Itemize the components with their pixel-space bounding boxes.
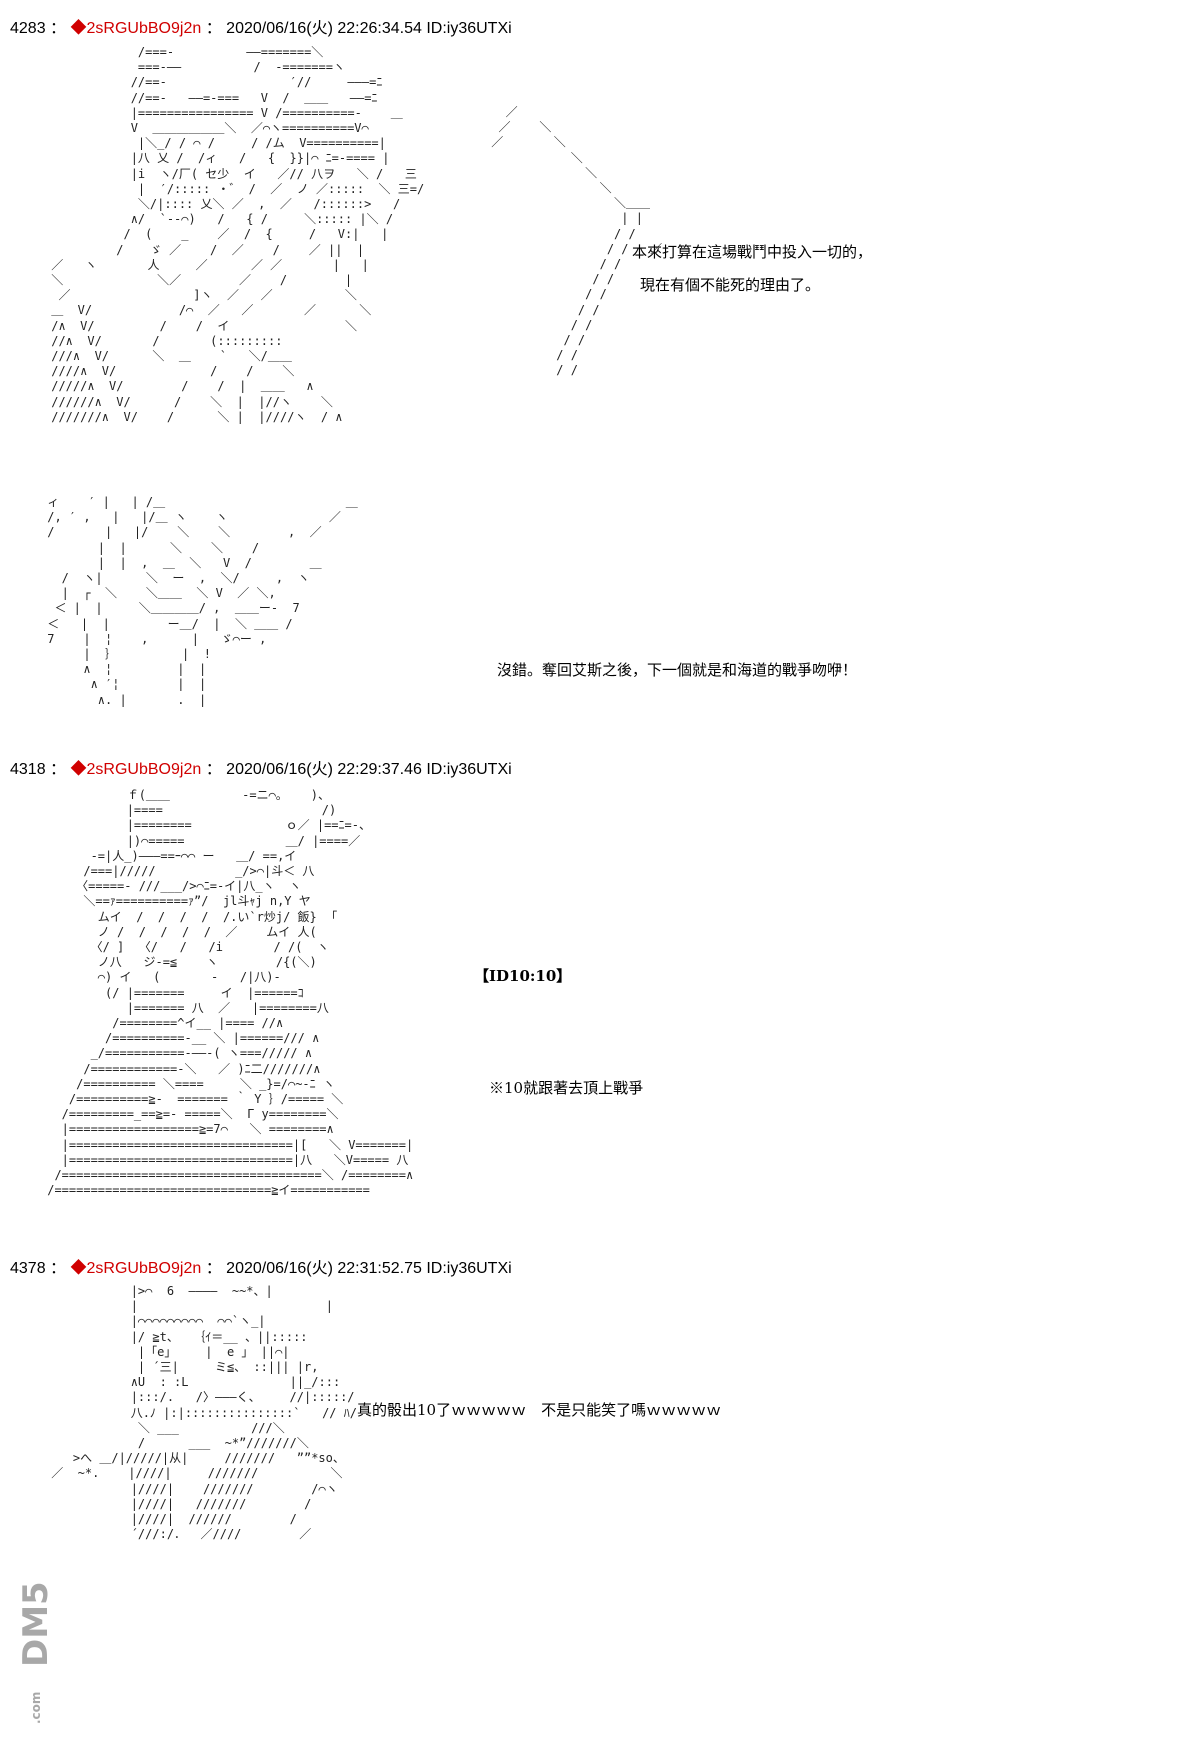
ascii-art-character: |>⌒ 6 ―――― ~~*、| | | |⌒⌒⌒⌒⌒⌒⌒⌒⌒ ⌒⌒`ヽ_| |… — [51, 1284, 357, 1542]
dialog-line: 真的骰出10了ｗｗｗｗｗ 不是只能笑了嗎ｗｗｗｗｗ — [357, 1401, 722, 1419]
separator: ： — [50, 20, 67, 37]
watermark-subtext: .com — [29, 1691, 43, 1724]
tripcode[interactable]: ◆2sRGUbBO9j2n — [70, 761, 202, 778]
post-number: 4378 — [10, 1260, 46, 1277]
post-datetime: 2020/06/16(火) 22:26:34.54 ID:iy36UTXi — [226, 20, 512, 37]
post-number: 4283 — [10, 20, 46, 37]
separator: ： — [50, 761, 67, 778]
dialog-line: 沒錯。奪回艾斯之後，下一個就是和海道的戰爭吻咿！ — [497, 661, 858, 679]
post-number: 4318 — [10, 761, 46, 778]
watermark-text: DM5 — [16, 1581, 56, 1667]
tripcode[interactable]: ◆2sRGUbBO9j2n — [70, 1260, 202, 1277]
separator: ： — [205, 1260, 222, 1277]
dialog-line: 本來打算在這場戰鬥中投入一切的， — [632, 243, 873, 261]
ascii-art-spear: ／ ／ ＼ ／ ＼ ＼ ＼ ＼ ＼＿＿ | | / / / / ／ / / / … — [491, 105, 663, 378]
tripcode[interactable]: ◆2sRGUbBO9j2n — [70, 20, 202, 37]
ascii-art-character: ｆ(＿＿ -=ニ⌒｡ )、 |==== /) |======== ｏ／ |==ﾆ… — [47, 788, 414, 1198]
separator: ： — [50, 1260, 67, 1277]
separator: ： — [205, 761, 222, 778]
post-header: 4318 ： ◆2sRGUbBO9j2n ： 2020/06/16(火) 22:… — [10, 755, 512, 779]
ascii-art-closeup: ィ ′ | | /＿ ＿ /, ′ , | |/＿ ヽ ヽ ／ / | |/ ＼… — [47, 495, 358, 707]
dialog-line: ※10就跟著去頂上戰爭 — [489, 1079, 644, 1097]
post-header: 4283 ： ◆2sRGUbBO9j2n ： 2020/06/16(火) 22:… — [10, 14, 512, 38]
dm5-watermark-logo: DM5 .com — [14, 1581, 58, 1735]
post-datetime: 2020/06/16(火) 22:29:37.46 ID:iy36UTXi — [226, 761, 512, 778]
dialog-line: 【ID10:10】 — [474, 967, 572, 985]
dialog-line: 現在有個不能死的理由了。 — [640, 276, 821, 294]
separator: ： — [205, 20, 222, 37]
ascii-art-character: /===- ――=======＼ ===-―― / -=======ヽ //==… — [51, 45, 425, 424]
post-header: 4378 ： ◆2sRGUbBO9j2n ： 2020/06/16(火) 22:… — [10, 1254, 512, 1278]
post-datetime: 2020/06/16(火) 22:31:52.75 ID:iy36UTXi — [226, 1260, 512, 1277]
